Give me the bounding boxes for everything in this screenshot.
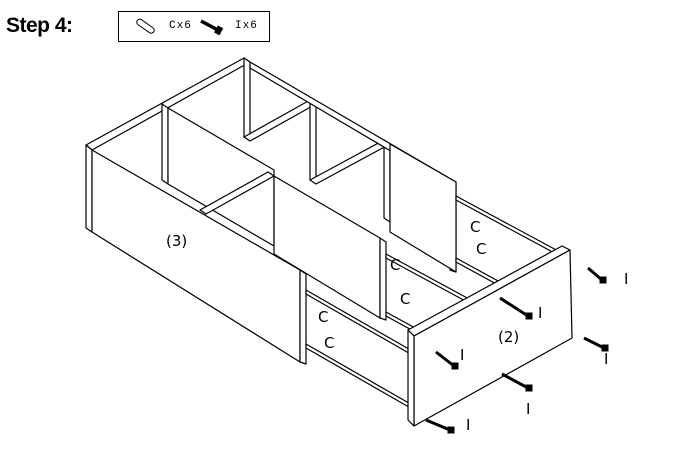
screw-label: I [624, 270, 628, 288]
screw-label: I [460, 346, 464, 364]
bottom-rail-right [305, 343, 415, 411]
screw-label: I [604, 350, 608, 368]
side-panel-3-edge [299, 269, 307, 365]
screw-icon [425, 418, 455, 434]
panel-number-3: (3) [166, 232, 187, 250]
dowel-label: C [324, 334, 334, 352]
center-divider-edge [379, 237, 387, 321]
screw-label: I [538, 304, 542, 322]
dowel-label: C [470, 218, 480, 236]
screw-label: I [466, 416, 470, 434]
screws [425, 266, 609, 434]
screw-icon [435, 350, 459, 370]
screw-quantity: Ix6 [235, 20, 258, 32]
dowel-quantity: Cx6 [169, 20, 192, 32]
screw-label: I [526, 400, 530, 418]
step-title: Step 4: [6, 14, 73, 37]
panel-number-2: (2) [498, 328, 519, 346]
dowel-label: C [318, 308, 328, 326]
screw-icon [501, 372, 533, 392]
screw-icon [587, 266, 607, 284]
horizontal-shelf-right [309, 139, 391, 185]
screw-icon [499, 296, 533, 320]
side-panel-3 [85, 144, 93, 233]
inner-right-face [389, 143, 457, 273]
dowel-label: C [400, 290, 410, 308]
divider-panel-right [383, 139, 391, 223]
divider-panel-middle-back [243, 99, 317, 142]
back-upper-panel [243, 57, 251, 141]
dowel-label: C [390, 256, 400, 274]
divider-panel-left [161, 103, 169, 185]
divider-face-middle-back [309, 99, 317, 184]
screw-icon [583, 336, 609, 352]
end-panel-2-edge [407, 329, 415, 427]
dowel-label: C [476, 240, 486, 258]
dowel-icon [136, 18, 155, 34]
end-panel-2-face [413, 249, 573, 427]
